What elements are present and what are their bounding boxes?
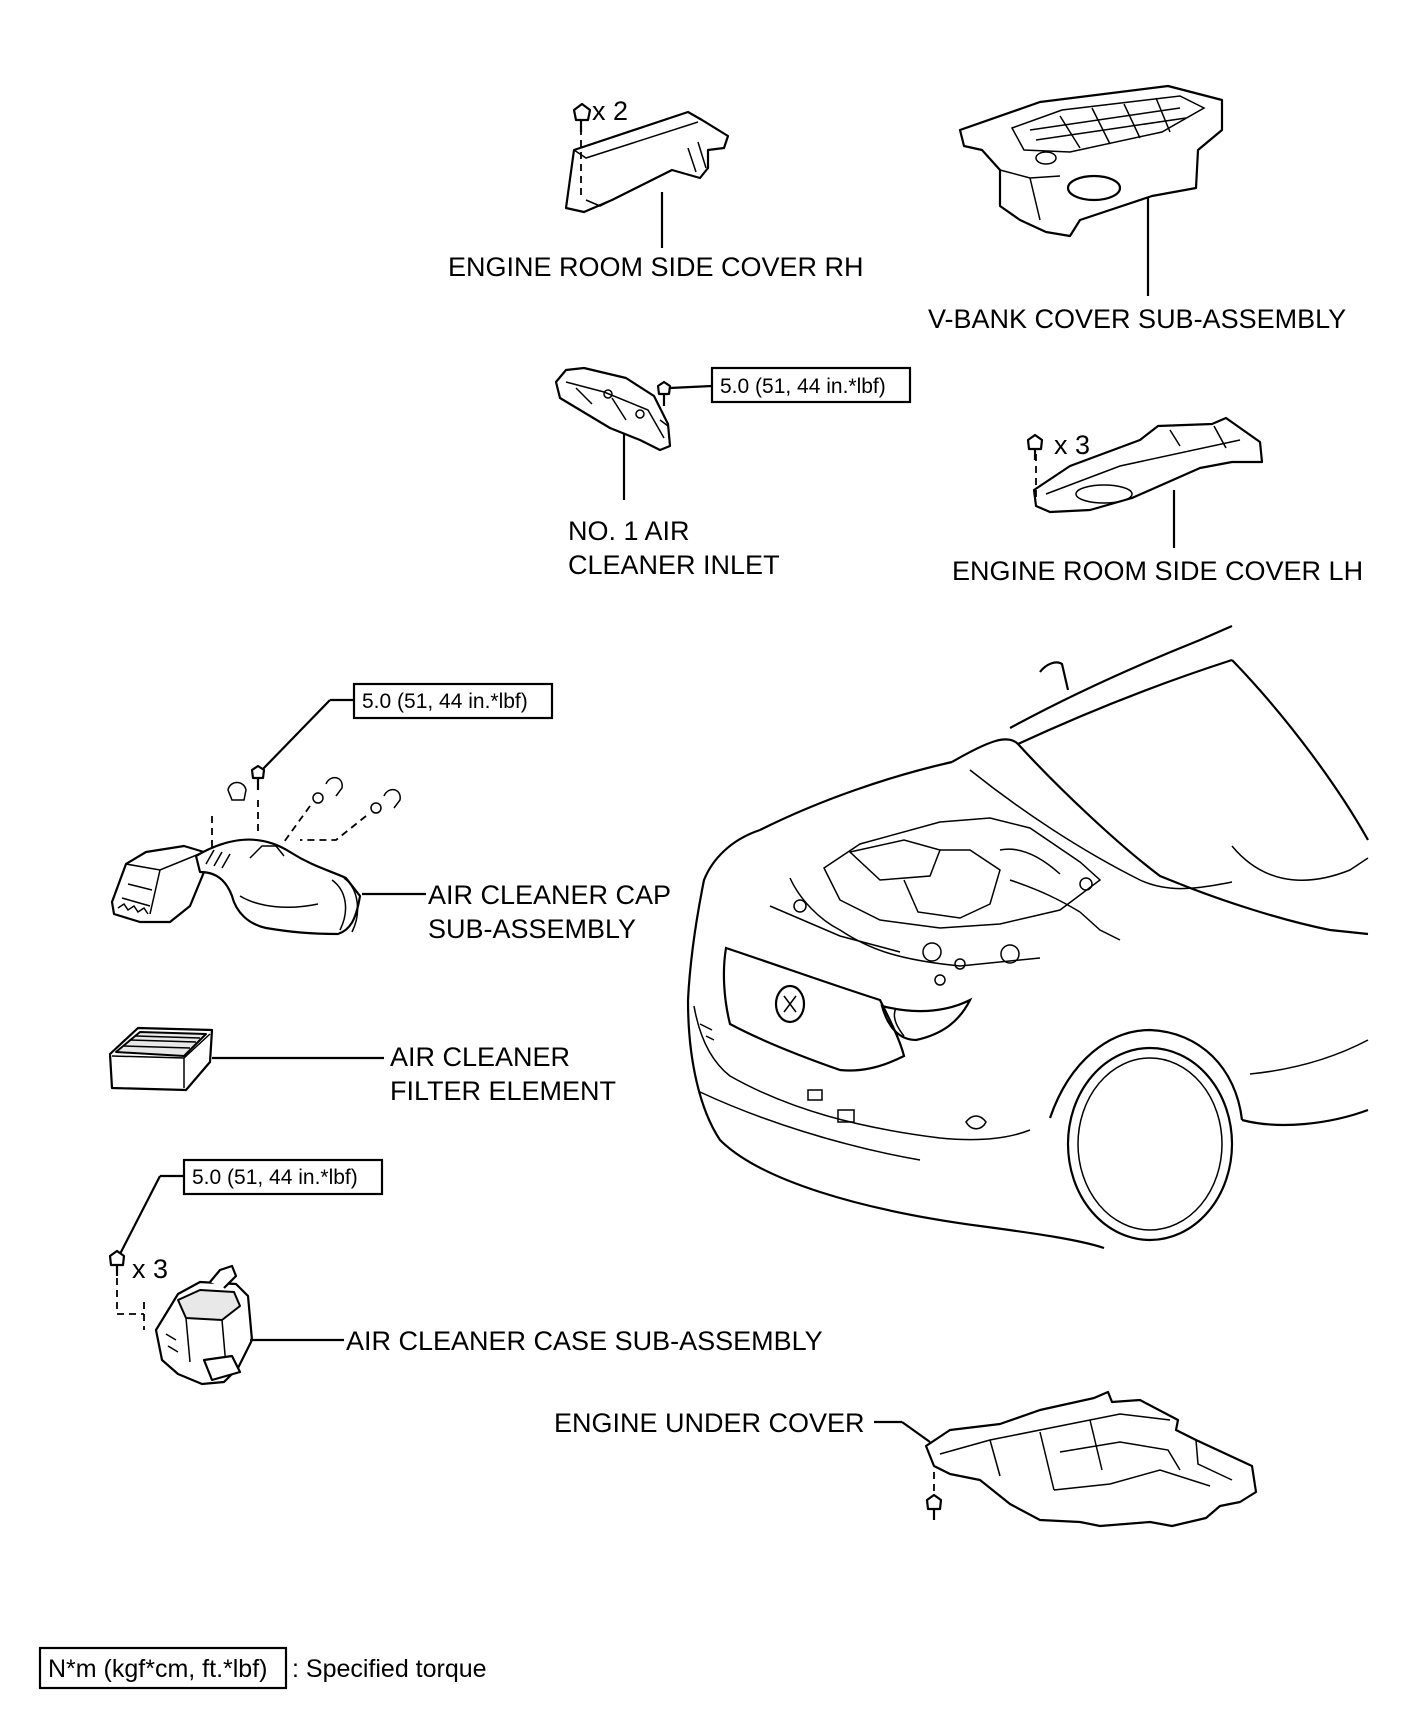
v-bank-cover	[958, 84, 1224, 296]
label-cap-line1: AIR CLEANER CAP	[428, 880, 671, 910]
rh-bolt-quantity: x 2	[592, 96, 628, 126]
label-v-bank-cover: V-BANK COVER SUB-ASSEMBLY	[928, 304, 1346, 334]
label-side-cover-rh: ENGINE ROOM SIDE COVER RH	[448, 252, 864, 282]
torque-cap: 5.0 (51, 44 in.*lbf)	[362, 690, 528, 713]
torque-box-case	[182, 1158, 384, 1196]
torque-box-cap	[352, 682, 554, 720]
no1-air-cleaner-inlet	[554, 366, 713, 500]
label-side-cover-lh: ENGINE ROOM SIDE COVER LH	[952, 556, 1363, 586]
lh-bolt-quantity: x 3	[1054, 430, 1090, 460]
bolt-icon	[572, 102, 592, 132]
legend-description: : Specified torque	[292, 1655, 487, 1683]
air-cleaner-case	[108, 1174, 344, 1386]
label-filter-line2: FILTER ELEMENT	[390, 1076, 616, 1106]
label-filter-line1: AIR CLEANER	[390, 1042, 570, 1072]
legend-box-text: N*m (kgf*cm, ft.*lbf)	[48, 1655, 267, 1683]
bolt-icon	[108, 1249, 126, 1276]
torque-box-inlet	[710, 366, 912, 404]
vehicle-illustration	[686, 624, 1369, 1250]
label-inlet-line2: CLEANER INLET	[568, 550, 780, 580]
torque-inlet: 5.0 (51, 44 in.*lbf)	[720, 375, 886, 398]
label-case: AIR CLEANER CASE SUB-ASSEMBLY	[346, 1326, 823, 1356]
case-bolt-quantity: x 3	[132, 1254, 168, 1284]
engine-room-side-cover-rh	[564, 102, 730, 248]
air-cleaner-cap	[110, 698, 426, 936]
engine-under-cover	[874, 1390, 1258, 1528]
air-cleaner-filter-element	[108, 1026, 384, 1092]
bolt-icon	[656, 380, 672, 406]
bolt-icon	[925, 1493, 943, 1520]
bolt-icon	[1026, 433, 1044, 460]
label-inlet-line1: NO. 1 AIR	[568, 516, 690, 546]
torque-legend: N*m (kgf*cm, ft.*lbf) : Specified torque	[38, 1646, 487, 1690]
label-cap-line2: SUB-ASSEMBLY	[428, 914, 636, 944]
engine-room-side-cover-lh	[1026, 416, 1264, 548]
label-under-cover: ENGINE UNDER COVER	[554, 1408, 865, 1438]
legend-box	[38, 1646, 288, 1690]
bolt-icon	[250, 764, 266, 790]
torque-case: 5.0 (51, 44 in.*lbf)	[192, 1166, 358, 1189]
